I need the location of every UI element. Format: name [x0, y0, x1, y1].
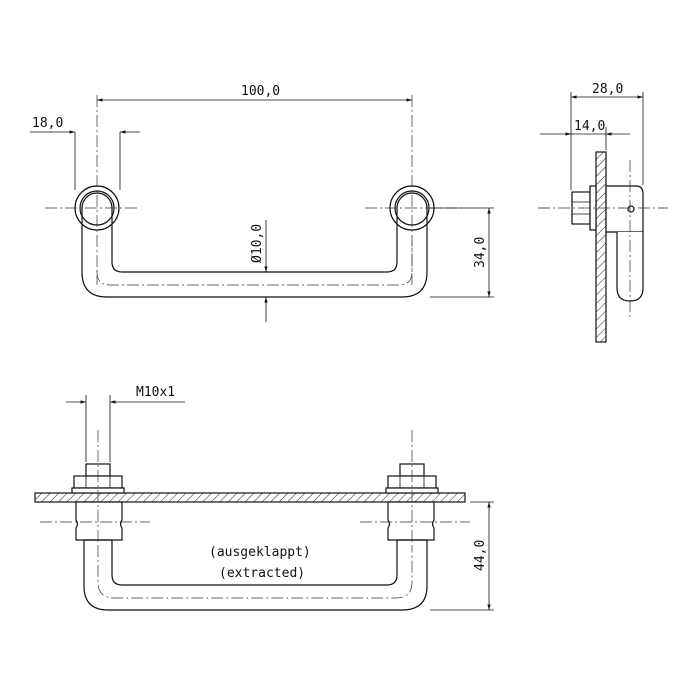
note-extracted-de: (ausgeklappt) — [209, 545, 311, 560]
front-centerlines — [45, 95, 465, 286]
dim-height-34: 34,0 — [473, 237, 488, 268]
extracted-handle — [83, 539, 428, 611]
mounting-plate — [34, 492, 466, 503]
dim-depth-28: 28,0 — [592, 82, 623, 97]
side-housing — [605, 185, 644, 233]
side-pin — [627, 205, 635, 213]
note-extracted-en: (extracted) — [219, 566, 305, 581]
dim-diameter-10: Ø10,0 — [250, 224, 265, 263]
dim-width-100: 100,0 — [241, 84, 280, 99]
dim-offset-14: 14,0 — [574, 119, 605, 134]
side-dimension-lines — [540, 92, 644, 190]
right-fastener — [385, 463, 439, 541]
extracted-dimension-lines — [66, 395, 494, 611]
front-extension-lines — [74, 132, 494, 298]
dim-eye-offset-18: 18,0 — [32, 116, 63, 131]
front-dimension-lines — [30, 98, 491, 322]
extracted-view — [34, 395, 494, 611]
side-view — [538, 92, 668, 343]
front-view — [30, 95, 494, 322]
dim-thread-m10x1: M10x1 — [136, 385, 175, 400]
dim-height-44: 44,0 — [473, 540, 488, 571]
wall-section — [595, 151, 607, 343]
